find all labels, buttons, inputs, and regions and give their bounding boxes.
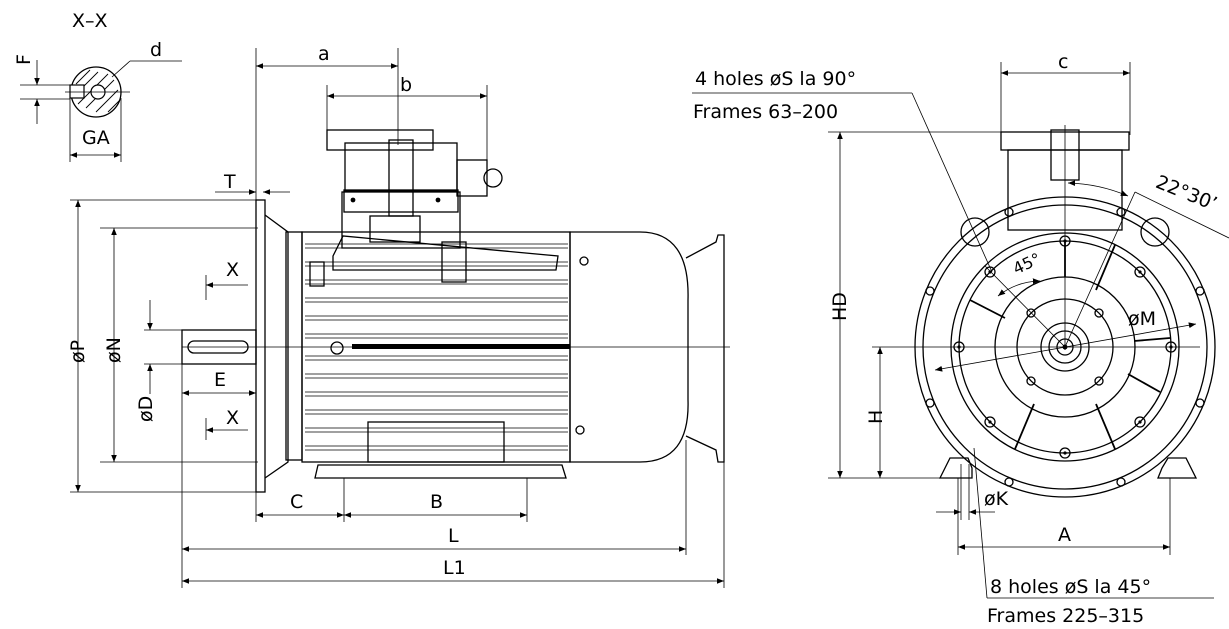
terminal-box-base — [332, 235, 559, 271]
flange-neck — [264, 214, 289, 479]
fan-cover — [569, 231, 689, 463]
section-title: X–X — [72, 10, 108, 32]
flange-plate — [255, 199, 266, 493]
dim-h-label: H — [865, 410, 887, 424]
motor-foot — [314, 464, 567, 479]
dim-t-label: T — [223, 171, 236, 193]
dim-k-label: øK — [984, 488, 1009, 510]
terminal-box-stud — [388, 139, 414, 217]
terminal-box-plate — [369, 215, 421, 243]
dim-m-label: øM — [1128, 308, 1156, 330]
earth-screw — [330, 341, 344, 355]
dim-l-label: L — [448, 525, 459, 547]
nameplate-rail — [352, 344, 570, 349]
lifting-eye-right — [1140, 217, 1170, 247]
angle-22-label: 22°30’ — [1153, 171, 1220, 215]
bearing-cap-bolts — [1026, 308, 1104, 386]
key-slot — [69, 84, 85, 99]
note-8-holes: 8 holes øS la 45° — [990, 576, 1151, 598]
section-mark-x-bottom: X — [226, 407, 239, 429]
terminal-box-lid-band — [343, 189, 459, 213]
dim-n-label: øN — [103, 337, 125, 363]
flange-bolt-holes — [925, 207, 1205, 487]
terminal-box — [341, 191, 461, 249]
dim-a-foot-label: A — [1058, 524, 1071, 546]
section-mark-x-top: X — [226, 259, 239, 281]
motor-side-view: a b T — [67, 43, 730, 588]
cable-gland — [456, 159, 488, 197]
dim-l1-label: L1 — [443, 557, 466, 579]
cable-gland-nut — [483, 168, 503, 188]
fan-cover-screw-top — [579, 256, 589, 266]
dim-c-top-label: c — [1058, 51, 1068, 73]
flange-outer — [914, 196, 1216, 498]
dim-f-label: F — [13, 54, 35, 65]
section-view-xx: X–X F d GA — [13, 10, 182, 162]
note-frames-225-315: Frames 225–315 — [987, 605, 1144, 627]
dim-a-label: a — [318, 43, 330, 65]
fan-cover-rim — [685, 234, 725, 463]
dim-b-foot-label: B — [430, 491, 443, 513]
dim-ga-label: GA — [82, 127, 110, 149]
lifting-boss — [309, 261, 325, 287]
cooling-fins — [305, 243, 568, 451]
dim-p-label: øP — [67, 340, 89, 363]
note-frames-63-200: Frames 63–200 — [693, 101, 838, 123]
dim-d-small-label: d — [150, 39, 162, 61]
dim-b-label: b — [400, 74, 412, 96]
dim-hd-label: HD — [829, 292, 851, 321]
flange-inner-rim — [922, 204, 1208, 490]
dim-e-label: E — [214, 369, 226, 391]
foot-pad-side — [367, 421, 505, 463]
radial-ribs — [969, 241, 1171, 450]
terminal-box-post — [441, 241, 467, 283]
dim-d-label: øD — [135, 396, 157, 422]
terminal-box-cover-top — [326, 129, 434, 151]
foot-right — [1157, 457, 1198, 479]
note-4-holes: 4 holes øS la 90° — [695, 68, 856, 90]
motor-front-view: 4 holes øS la 90° Frames 63–200 c HD H — [692, 51, 1229, 627]
dim-c-label: C — [290, 491, 303, 513]
lifting-eye-left — [960, 217, 990, 247]
fan-cover-screw-bottom — [575, 425, 585, 435]
foot-left — [938, 457, 973, 479]
